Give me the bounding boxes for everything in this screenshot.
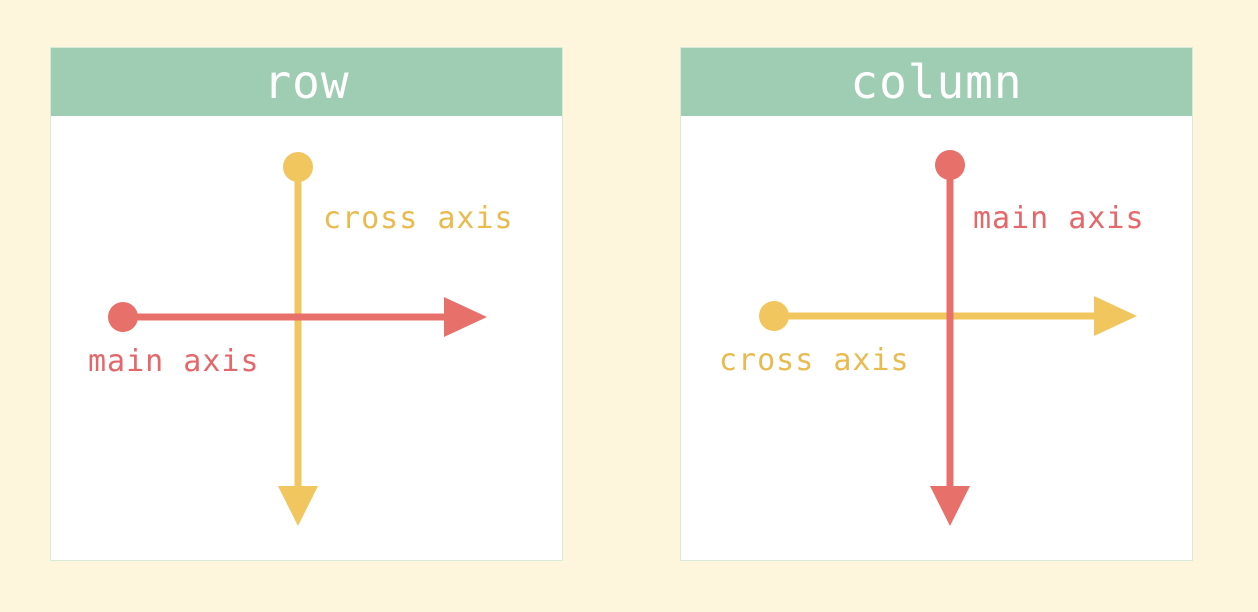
row-panel: row cross axis main axis [50, 47, 563, 561]
column-axes-diagram [759, 150, 1137, 526]
row-panel-title: row [51, 48, 562, 116]
column-panel-title: column [681, 48, 1192, 116]
column-main-axis-label: main axis [973, 201, 1145, 236]
row-main-axis-start-dot [108, 302, 138, 332]
row-cross-axis-start-dot [283, 152, 313, 182]
row-main-axis-label: main axis [88, 344, 260, 379]
column-cross-axis-arrow [759, 296, 1137, 336]
row-cross-axis-arrow [278, 152, 318, 526]
row-cross-axis-arrowhead [278, 486, 318, 526]
column-cross-axis-label: cross axis [719, 343, 910, 378]
column-main-axis-arrow [930, 150, 970, 526]
column-cross-axis-start-dot [759, 301, 789, 331]
row-cross-axis-label: cross axis [323, 201, 514, 236]
column-main-axis-arrowhead [930, 486, 970, 526]
row-main-axis-arrow [108, 297, 487, 337]
row-main-axis-arrowhead [444, 297, 487, 337]
column-cross-axis-arrowhead [1094, 296, 1137, 336]
column-main-axis-start-dot [935, 150, 965, 180]
row-axes-diagram [108, 152, 487, 526]
column-panel: column main axis cross axis [680, 47, 1193, 561]
